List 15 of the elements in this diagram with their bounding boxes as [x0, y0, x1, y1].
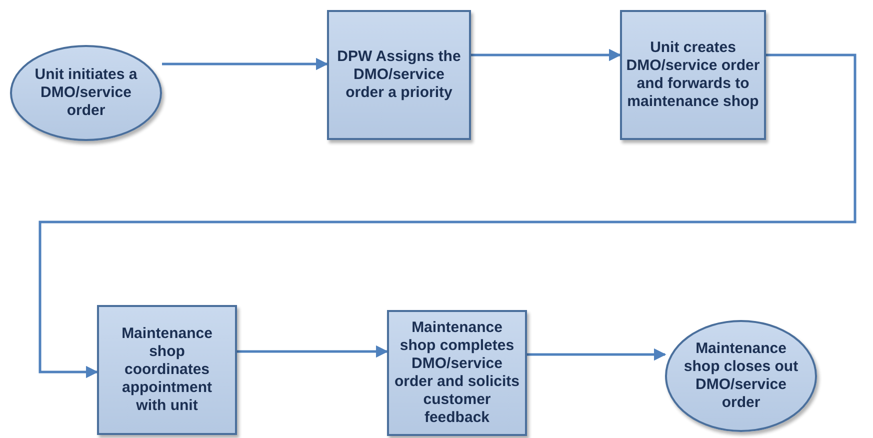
step-text: Maintenance shop coordinates appointment with unit [120, 325, 214, 415]
arrow [237, 345, 388, 358]
step-text: Maintenance shop completes DMO/service order and solicits customer feedback [393, 319, 521, 427]
arrow [38, 54, 856, 378]
step-text: Unit creates DMO/service order and forwards to maintenance shop [625, 39, 761, 111]
step-text: Unit initiates a DMO/service order [34, 66, 138, 120]
process-box [620, 10, 766, 140]
arrow [162, 58, 328, 70]
arrow [471, 48, 622, 62]
process-box [97, 305, 237, 435]
step-text: DPW Assigns the DMO/service order a priority [336, 48, 462, 102]
arrow [527, 348, 666, 361]
step-text: Maintenance shop closes out DMO/service order [682, 340, 800, 412]
process-box [387, 310, 527, 436]
process-box [327, 10, 471, 140]
